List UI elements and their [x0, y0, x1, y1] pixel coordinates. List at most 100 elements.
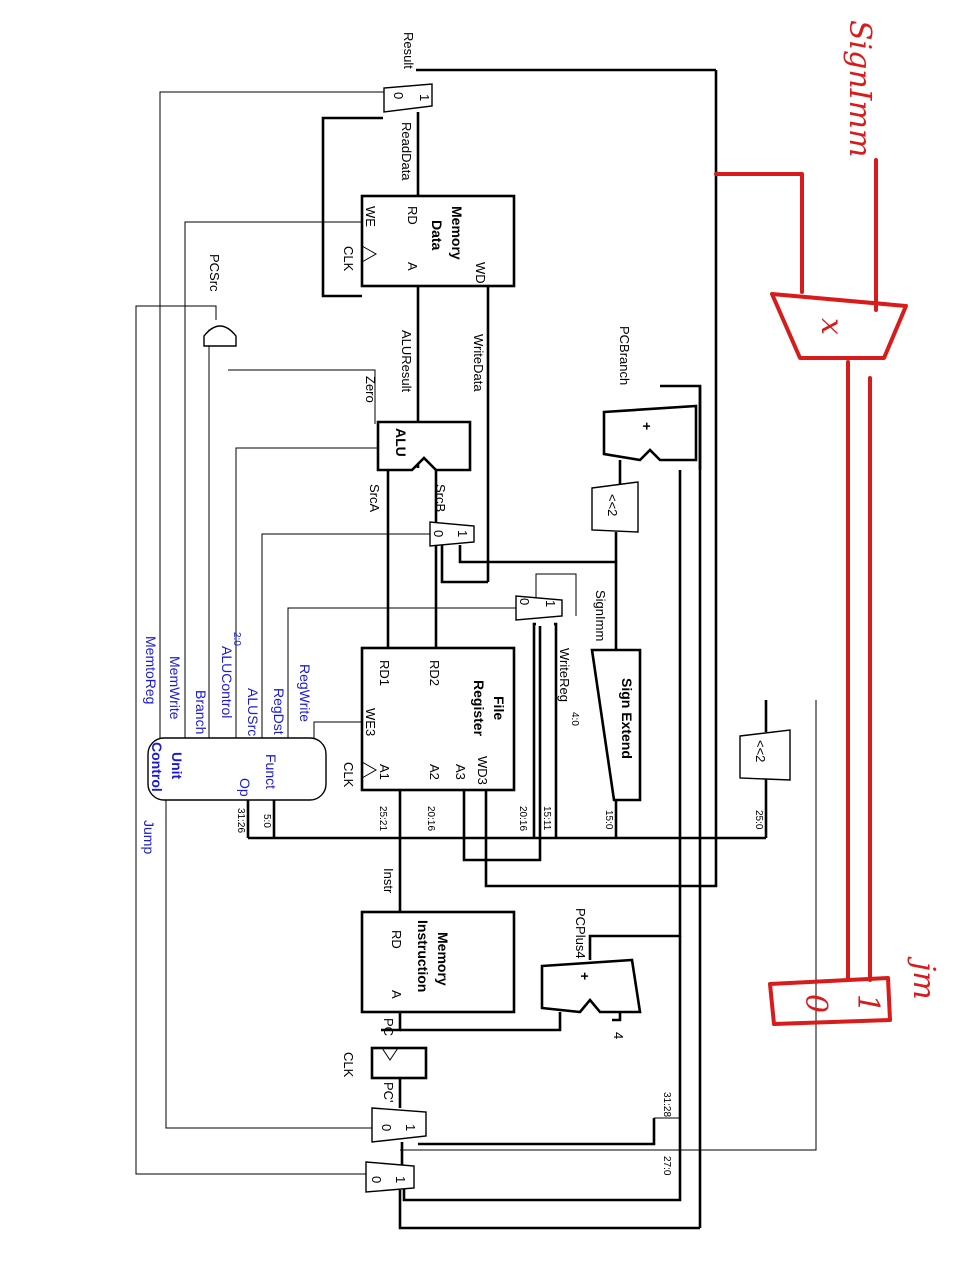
svg-text:20:16: 20:16 — [517, 806, 528, 831]
pcsrc-and-gate: PCSrc — [204, 254, 236, 346]
pc-label: PC — [381, 1018, 396, 1036]
svg-text:1: 1 — [393, 1176, 408, 1183]
svg-text:Sign Extend: Sign Extend — [619, 678, 635, 759]
svg-text:+: + — [577, 972, 593, 980]
jump-signal: Jump — [141, 820, 157, 854]
write-data-label: WriteData — [471, 334, 486, 392]
svg-text:CLK: CLK — [341, 246, 356, 272]
branch-signal: Branch — [193, 690, 209, 734]
svg-text:25:0: 25:0 — [753, 810, 764, 830]
svg-text:Memory: Memory — [435, 932, 451, 986]
svg-text:A2: A2 — [427, 764, 442, 780]
svg-text:RD: RD — [389, 930, 404, 949]
svg-text:WD: WD — [473, 262, 488, 284]
svg-text:Unit: Unit — [169, 752, 185, 780]
write-reg-label: WriteReg — [557, 648, 572, 702]
svg-text:RD: RD — [405, 206, 420, 225]
svg-text:0: 0 — [369, 1176, 384, 1183]
svg-text:0: 0 — [391, 92, 406, 99]
svg-text:Funct: Funct — [263, 754, 279, 789]
svg-text:+: + — [639, 422, 655, 430]
pc-plus4-label: PCPlus4 — [573, 908, 588, 959]
svg-text:0: 0 — [431, 530, 446, 537]
register-file: CLK WE3 RD1 RD2 A1 A2 A3 WD3 Register Fi… — [341, 648, 514, 790]
annotation-mux-x: x — [814, 318, 849, 335]
svg-text:15:0: 15:0 — [603, 810, 614, 830]
svg-text:1: 1 — [455, 530, 470, 537]
svg-text:25:21: 25:21 — [377, 806, 388, 831]
pc-branch-mux: 0 1 — [366, 1162, 414, 1192]
svg-text:5:0: 5:0 — [261, 814, 272, 828]
instr-label: Instr — [381, 868, 396, 894]
alu-result-label: ALUResult — [399, 330, 414, 393]
instruction-memory: RD A Instruction Memory Instr — [362, 868, 514, 1012]
svg-text:Register: Register — [471, 680, 487, 737]
svg-text:A3: A3 — [453, 764, 468, 780]
srca-label: SrcA — [367, 484, 382, 513]
svg-text:A: A — [405, 262, 420, 271]
regwrite-signal: RegWrite — [297, 664, 313, 722]
svg-text:1: 1 — [417, 94, 432, 101]
pc-plus4-adder: + PCPlus4 4 — [542, 908, 640, 1039]
pc-branch-label: PCBranch — [617, 326, 632, 385]
pc-branch-adder: + PCBranch — [604, 326, 696, 460]
alucontrol-sub: 2:0 — [231, 632, 242, 646]
annotation-mux-0: 0 — [798, 994, 833, 1013]
svg-text:File: File — [491, 696, 507, 720]
alusrc-signal: ALUSrc — [245, 688, 261, 736]
shift-left-2-branch: <<2 — [592, 482, 638, 532]
pc-prime-label: PC' — [381, 1082, 396, 1103]
svg-text:27:0: 27:0 — [661, 1156, 672, 1176]
svg-text:1: 1 — [543, 600, 558, 607]
svg-text:1: 1 — [403, 1124, 418, 1131]
alu: ALU Zero SrcA SrcB — [363, 376, 470, 513]
svg-text:CLK: CLK — [341, 1052, 356, 1078]
svg-text:31:28: 31:28 — [661, 1092, 672, 1117]
control-unit: Control Unit Op Funct MemtoReg MemWrite … — [141, 632, 326, 854]
svg-text:Memory: Memory — [449, 206, 465, 260]
svg-text:RD2: RD2 — [427, 660, 442, 686]
svg-text:A: A — [389, 990, 404, 999]
sign-imm-label: SignImm — [593, 590, 608, 641]
svg-text:0: 0 — [379, 1124, 394, 1131]
svg-text:<<2: <<2 — [753, 740, 768, 762]
result-mux: 0 1 Result ReadData — [384, 32, 432, 181]
svg-text:ALU: ALU — [393, 428, 409, 457]
annotation-jm: jm — [906, 956, 941, 1000]
svg-text:Instruction: Instruction — [415, 920, 431, 992]
write-reg-sub: 4:0 — [569, 712, 580, 726]
svg-text:20:16: 20:16 — [425, 806, 436, 831]
pcsrc-label: PCSrc — [207, 254, 222, 292]
red-annotations: SignImm x 0 1 jm — [716, 20, 941, 1024]
four-constant: 4 — [611, 1032, 626, 1039]
svg-text:Data: Data — [429, 220, 445, 251]
svg-text:RD1: RD1 — [377, 660, 392, 686]
svg-text:31:26: 31:26 — [235, 808, 246, 833]
result-label: Result — [401, 32, 416, 69]
srcb-label: SrcB — [433, 484, 448, 512]
zero-label: Zero — [363, 376, 378, 403]
srcb-mux: 0 1 — [430, 522, 474, 546]
svg-text:Control: Control — [149, 742, 165, 792]
svg-text:WD3: WD3 — [475, 756, 490, 785]
svg-text:<<2: <<2 — [605, 494, 620, 516]
alucontrol-signal: ALUControl — [219, 646, 235, 718]
shift-left-2-jump: <<2 — [740, 730, 790, 780]
regdst-signal: RegDst — [271, 688, 287, 735]
annotation-sign-imm: SignImm — [842, 20, 877, 157]
svg-text:CLK: CLK — [341, 762, 356, 788]
pc-jump-mux: 0 1 — [372, 1108, 426, 1142]
read-data-label: ReadData — [399, 122, 414, 181]
data-memory: CLK WE RD A WD Data Memory — [341, 196, 514, 286]
svg-text:Op: Op — [237, 778, 253, 797]
memtoreg-signal: MemtoReg — [143, 636, 159, 704]
memwrite-signal: MemWrite — [167, 656, 183, 720]
svg-text:A1: A1 — [377, 764, 392, 780]
svg-text:15:11: 15:11 — [541, 806, 552, 831]
annotation-mux-1: 1 — [850, 994, 885, 1013]
svg-text:WE: WE — [363, 206, 378, 227]
svg-text:WE3: WE3 — [363, 708, 378, 736]
svg-text:0: 0 — [517, 598, 532, 605]
writereg-mux: 0 1 WriteReg 4:0 — [516, 596, 580, 726]
